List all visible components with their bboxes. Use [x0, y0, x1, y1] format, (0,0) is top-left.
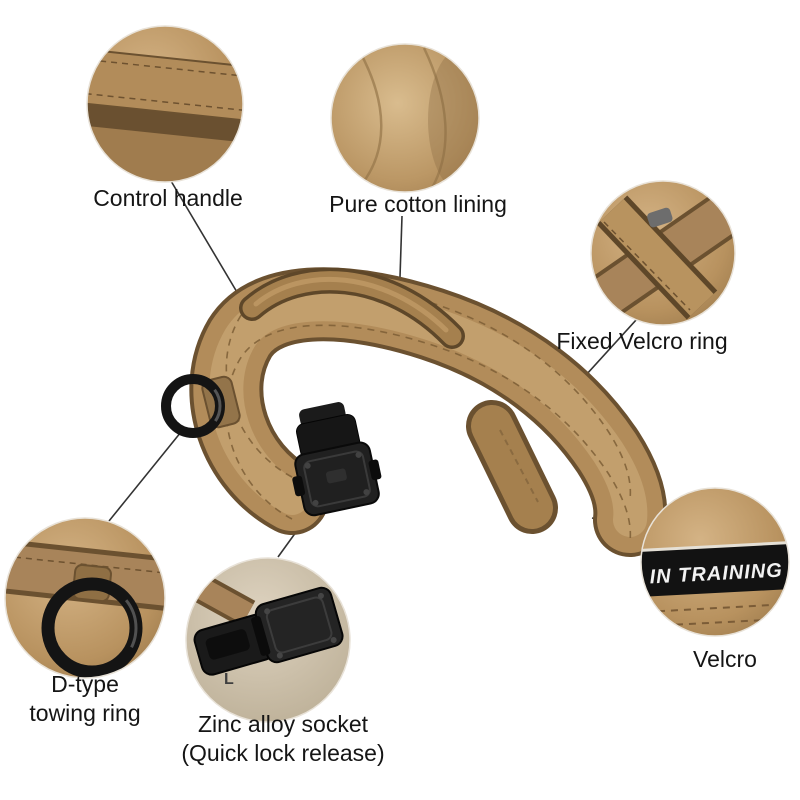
label-fixed-velcro-ring: Fixed Velcro ring — [556, 328, 728, 354]
callout-circle-cotton-lining — [330, 43, 480, 193]
velcro-patch: IN TRAINING — [641, 540, 789, 598]
callout-circle-d-ring — [4, 517, 166, 679]
collar-buckle — [292, 402, 382, 517]
label-control-handle: Control handle — [93, 185, 243, 211]
collar-handle — [239, 267, 465, 349]
callout-circle-control-handle — [86, 25, 244, 183]
collar — [161, 267, 630, 541]
buckle-size-marking: L — [224, 671, 234, 688]
label-cotton-lining: Pure cotton lining — [329, 191, 507, 217]
line-d-ring — [108, 431, 182, 522]
label-d-ring: D-type towing ring — [29, 670, 140, 728]
line-control-handle — [170, 180, 248, 310]
callout-circle-fixed-velcro-ring — [590, 180, 736, 326]
callout-circle-buckle: L — [185, 557, 351, 723]
label-d-ring-line1: D-type — [51, 671, 119, 697]
label-d-ring-line2: towing ring — [29, 700, 141, 726]
label-buckle-line1: Zinc alloy socket — [197, 711, 369, 737]
callout-circle-velcro: IN TRAINING — [640, 487, 790, 637]
label-buckle-line2: (Quick lock release) — [181, 740, 385, 766]
label-buckle: Zinc alloy socket (Quick lock release) — [181, 710, 384, 768]
collar-keeper — [466, 400, 558, 534]
collar-d-ring — [161, 374, 241, 438]
label-velcro: Velcro — [693, 646, 757, 672]
